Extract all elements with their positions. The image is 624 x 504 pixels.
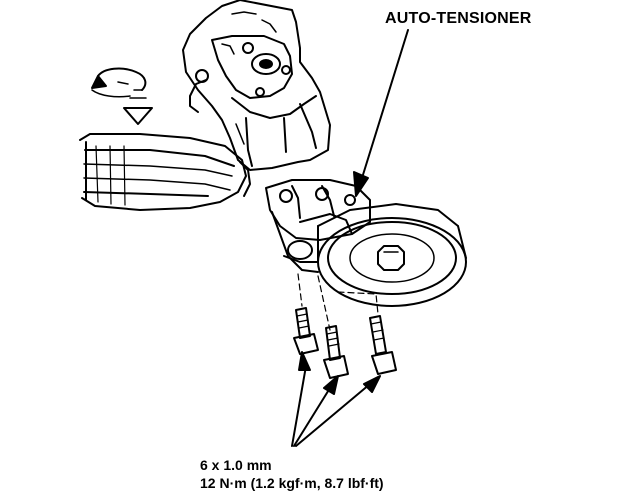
bolt-left (293, 307, 319, 355)
bolt-torque-text: 12 N·m (1.2 kgf·m, 8.7 lbf·ft) (200, 475, 384, 491)
belt-inspection-arrow-icon (123, 89, 153, 125)
bolt-center (323, 325, 349, 379)
bolt-right (369, 315, 397, 375)
engine-bracket (182, 0, 331, 171)
auto-tensioner-assembly (265, 179, 467, 307)
crankshaft-pulley (79, 133, 251, 211)
tensioner-leader-arrow (353, 29, 409, 197)
bolt-pointer-arrows (291, 351, 381, 447)
bolt-spec-label: 6 x 1.0 mm 12 N·m (1.2 kgf·m, 8.7 lbf·ft… (200, 456, 384, 492)
bolt-alignment-guides (297, 273, 379, 331)
rotation-arrow-icon (91, 67, 147, 98)
auto-tensioner-label: AUTO-TENSIONER (385, 10, 532, 27)
bolt-size-text: 6 x 1.0 mm (200, 457, 272, 473)
